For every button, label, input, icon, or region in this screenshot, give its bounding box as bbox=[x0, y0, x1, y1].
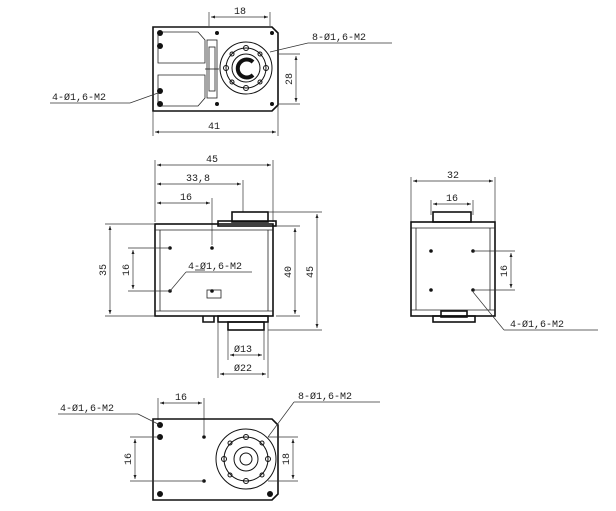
side-dim-16-right: 16 bbox=[500, 265, 511, 277]
top-callout-case: 4-Ø1,6-M2 bbox=[52, 92, 106, 104]
front-dim-d13: Ø13 bbox=[234, 344, 252, 356]
side-view: 32 16 16 4-Ø1,6-M2 bbox=[410, 171, 598, 331]
bottom-callout-left: 4-Ø1,6-M2 bbox=[60, 403, 114, 415]
side-dim-16-top: 16 bbox=[446, 194, 458, 205]
bottom-body bbox=[152, 418, 279, 501]
top-horn-outer bbox=[219, 41, 273, 95]
front-dim-40: 40 bbox=[284, 266, 295, 278]
front-dim-16-top: 16 bbox=[180, 193, 192, 204]
top-dim-18: 18 bbox=[234, 7, 246, 18]
bottom-dim-16-left: 16 bbox=[124, 453, 135, 465]
top-dim-28: 28 bbox=[285, 73, 296, 85]
top-callout-horn: 8-Ø1,6-M2 bbox=[312, 32, 366, 44]
top-dim-41: 41 bbox=[208, 122, 220, 133]
front-dim-35: 35 bbox=[99, 264, 110, 276]
side-dim-32: 32 bbox=[447, 171, 459, 182]
front-dim-33-8: 33,8 bbox=[186, 174, 210, 185]
top-corner-hole bbox=[157, 30, 163, 36]
top-view: 18 bbox=[50, 7, 392, 136]
front-body bbox=[154, 211, 277, 331]
top-body bbox=[152, 26, 279, 112]
front-dim-45-right: 45 bbox=[306, 266, 317, 278]
front-dim-16-left: 16 bbox=[122, 264, 133, 276]
bottom-horn-outer bbox=[215, 428, 277, 490]
side-body bbox=[410, 211, 496, 323]
front-dim-45-top: 45 bbox=[206, 155, 218, 166]
side-callout: 4-Ø1,6-M2 bbox=[510, 319, 564, 331]
bottom-callout-right: 8-Ø1,6-M2 bbox=[298, 391, 352, 403]
bottom-dim-16-top: 16 bbox=[175, 393, 187, 404]
bottom-view: 16 16 bbox=[58, 391, 380, 501]
front-view: 45 33,8 16 bbox=[99, 155, 322, 378]
bottom-dim-18-right: 18 bbox=[282, 453, 293, 465]
front-callout: 4-Ø1,6-M2 bbox=[188, 261, 242, 273]
front-dim-d22: Ø22 bbox=[234, 363, 252, 375]
